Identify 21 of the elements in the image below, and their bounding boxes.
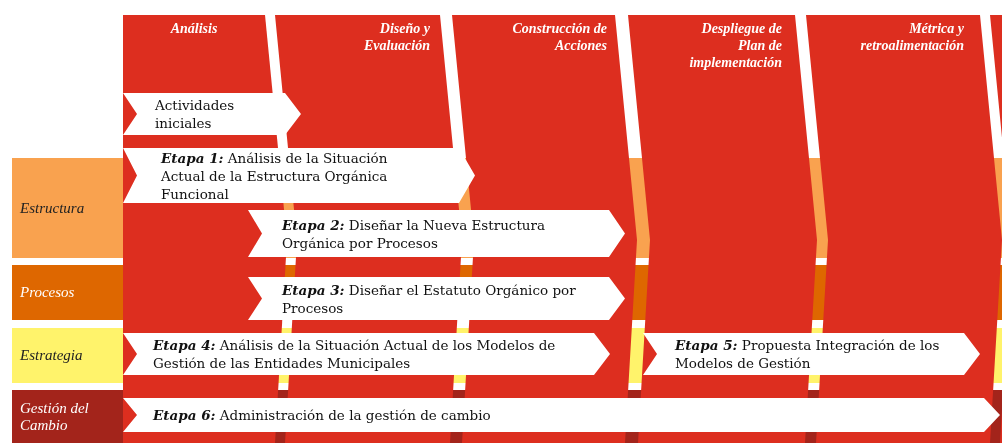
stage-text: Actividades iniciales xyxy=(155,96,236,132)
stage-banner xyxy=(643,333,980,375)
phase-heading: Diseño y Evaluación xyxy=(362,20,430,54)
stage-text: Etapa 2: Diseñar la Nueva Estructura Orgánica por Procesos xyxy=(282,215,547,252)
row-label: Procesos xyxy=(12,265,123,320)
row-label: Estructura xyxy=(12,158,123,258)
stage-text: Etapa 4: Análisis de la Situación Actual de los Modelos de Gestión de las Entidades Municipales xyxy=(153,336,557,372)
phase-heading: Construcción de Acciones xyxy=(511,20,607,54)
stage-text: Etapa 1: Análisis de la Situación Actual de la Estructura Orgánica Funcional xyxy=(161,148,389,203)
stage-text: Etapa 6: Administración de la gestión de cambio xyxy=(153,406,491,424)
phase-heading: Despliegue de Plan de implementación xyxy=(688,20,782,71)
stage-text: Etapa 3: Diseñar el Estatuto Orgánico por Procesos xyxy=(282,280,577,317)
phase-heading: Métrica y retroalimentación xyxy=(859,20,964,54)
stage-banner xyxy=(123,148,475,203)
row-label: Estrategia xyxy=(12,328,123,383)
row-label: Gestión del Cambio xyxy=(12,390,123,443)
stage-text: Etapa 5: Propuesta Integración de los Modelos de Gestión xyxy=(675,336,941,372)
stage-banner xyxy=(123,333,610,375)
phase-heading: Análisis xyxy=(169,20,219,37)
stage-banner xyxy=(123,93,301,135)
stage-banner xyxy=(123,398,1000,432)
